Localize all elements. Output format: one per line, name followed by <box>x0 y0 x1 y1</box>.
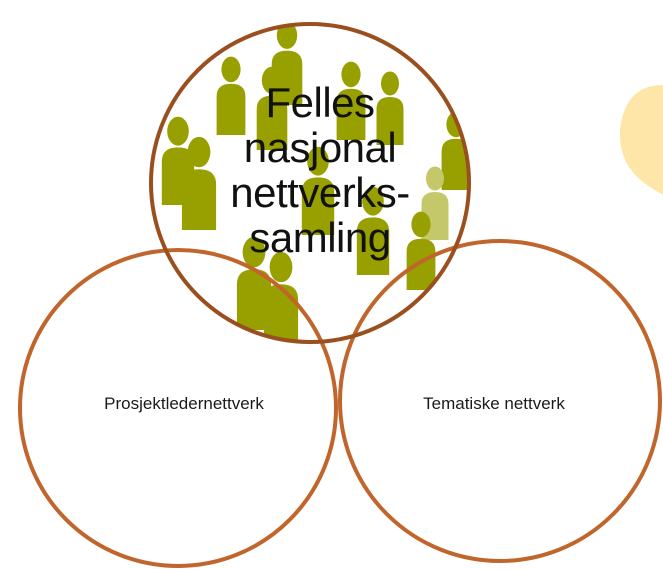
top-label-line-4: samling <box>249 214 391 261</box>
right-circle <box>338 239 662 563</box>
top-label-line-3: nettverks- <box>230 169 410 216</box>
top-circle <box>149 22 471 344</box>
right-edge-shape <box>619 85 663 195</box>
top-label-line-1: Felles <box>265 79 375 126</box>
left-circle <box>18 248 338 568</box>
left-circle-label: Prosjektledernettverk <box>104 394 264 413</box>
top-label-line-2: nasjonal <box>243 124 397 171</box>
top-circle-label: Felles nasjonal nettverks- samling <box>215 80 425 260</box>
right-circle-label: Tematiske nettverk <box>423 394 565 413</box>
